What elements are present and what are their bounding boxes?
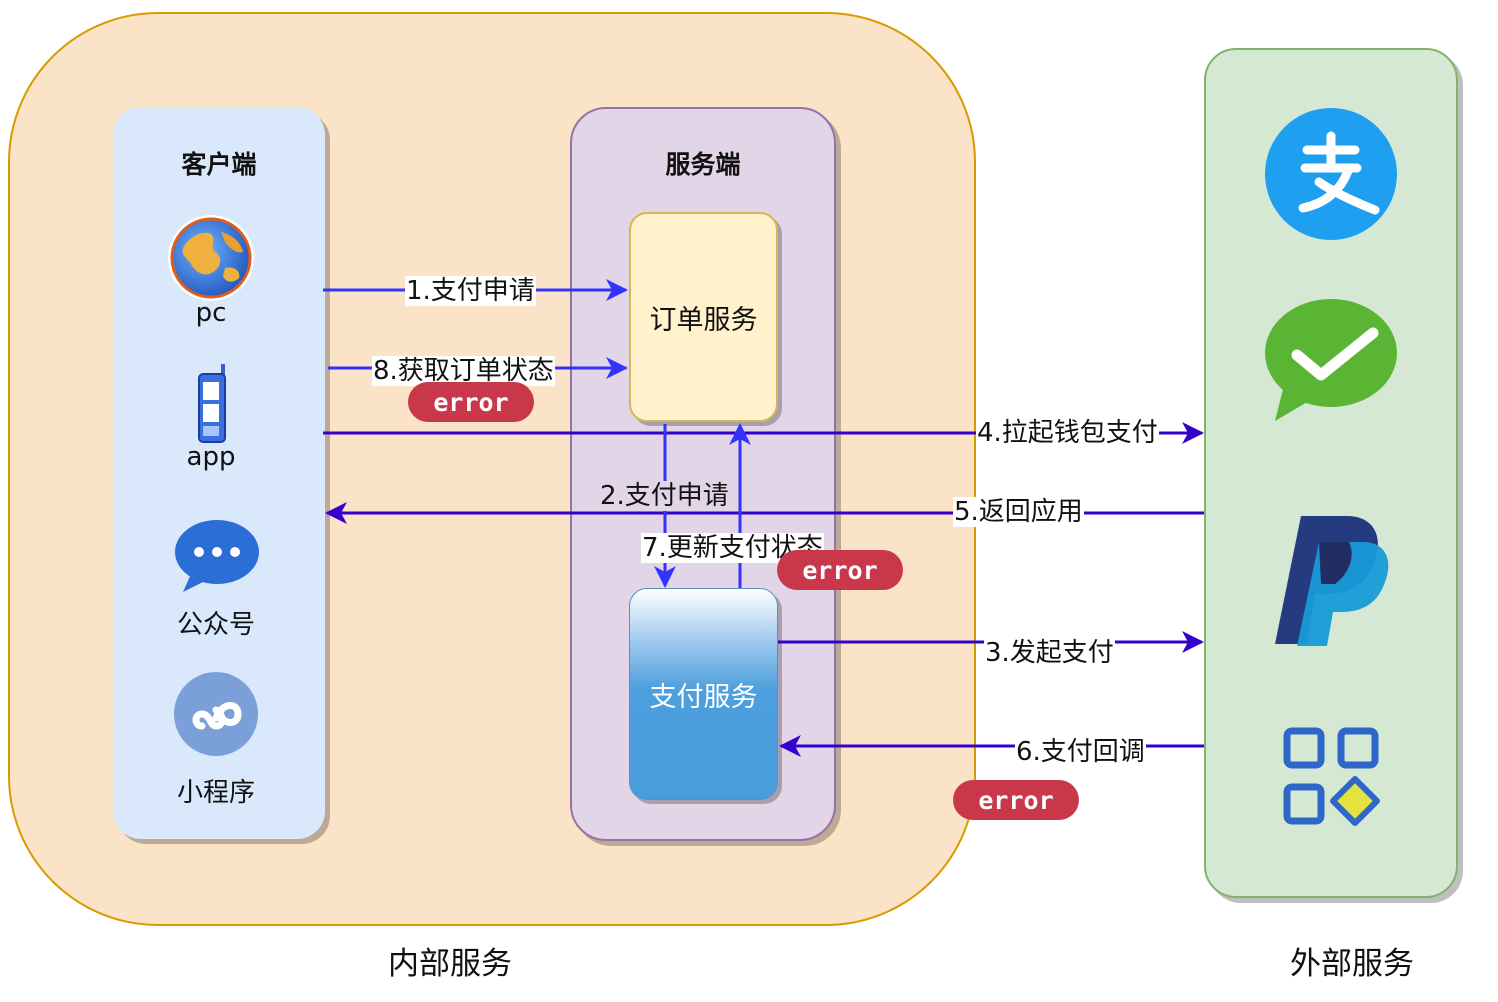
payment-service: 支付服务	[629, 588, 778, 800]
order-service: 订单服务	[629, 212, 778, 422]
external-services-label: 外部服务	[1290, 946, 1414, 982]
edge-3-label: 3.发起支付	[984, 638, 1115, 668]
server-title: 服务端	[665, 150, 741, 179]
wechat-pay-icon	[1265, 299, 1397, 421]
error-badge-update-status: error	[777, 550, 903, 590]
mini-program-icon	[174, 672, 258, 756]
edge-1-label: 1.支付申请	[405, 276, 536, 306]
client-official-account-label: 公众号	[176, 610, 255, 640]
edge-5-label: 5.返回应用	[953, 497, 1084, 527]
client-title: 客户端	[181, 150, 257, 179]
edge-2-label: 2.支付申请	[599, 481, 730, 511]
internal-services-label: 内部服务	[388, 946, 512, 982]
error-badge-callback: error	[953, 780, 1079, 820]
payment-service-label: 支付服务	[649, 681, 758, 713]
edge-7-label: 7.更新支付状态	[641, 533, 824, 563]
client-pc-label: pc	[195, 298, 227, 328]
alipay-icon	[1265, 108, 1397, 240]
error-badge-order-status: error	[408, 382, 534, 422]
client-mini-program-label: 小程序	[176, 778, 255, 808]
order-service-label: 订单服务	[649, 304, 758, 336]
edge-8-label: 8.获取订单状态	[372, 356, 555, 386]
chat-bubble-icon	[175, 520, 259, 592]
edge-4-label: 4.拉起钱包支付	[976, 418, 1159, 448]
phone-icon	[198, 364, 226, 443]
apps-grid-icon	[1283, 727, 1380, 826]
globe-icon	[168, 215, 254, 301]
client-app-label: app	[186, 442, 236, 472]
paypal-icon	[1275, 516, 1389, 646]
edge-6-label: 6.支付回调	[1015, 737, 1146, 767]
